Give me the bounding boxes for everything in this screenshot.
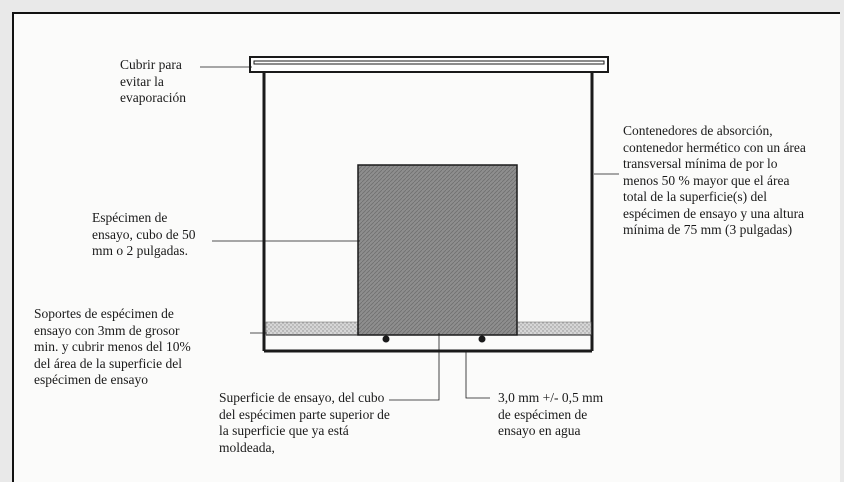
water-depth-label: 3,0 mm +/- 0,5 mm de espécimen de ensayo… (498, 390, 604, 438)
specimen-label: Espécimen de ensayo, cubo de 50 mm o 2 p… (92, 210, 196, 258)
cover-label: Cubrir para evitar la evaporación (120, 57, 186, 105)
test-surface-leader (389, 333, 440, 401)
specimen-support-left (382, 335, 390, 343)
container-label: Contenedores de absorción, contenedor he… (623, 123, 806, 237)
test-surface-label: Superficie de ensayo, del cubo del espéc… (219, 390, 390, 455)
water-depth-leader (465, 350, 490, 399)
cover-lid-inner-line (253, 60, 605, 65)
specimen-cube (357, 164, 518, 336)
specimen-support-right (478, 335, 486, 343)
figure-page: Cubrir para evitar la evaporación Conten… (12, 12, 840, 482)
absorption-test-diagram (200, 56, 619, 401)
supports-label: Soportes de espécimen de ensayo con 3mm … (34, 306, 191, 387)
